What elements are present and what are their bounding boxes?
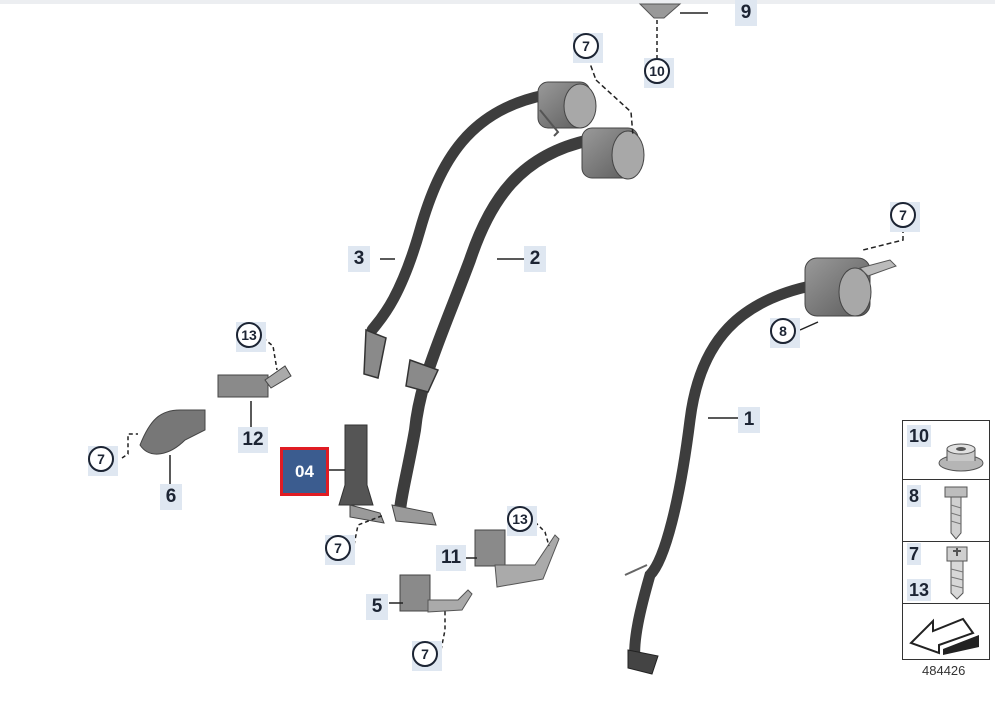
legend-row-direction: [903, 603, 989, 659]
label-7-bottom[interactable]: 7: [412, 641, 442, 671]
part-6: [139, 409, 206, 455]
label-10[interactable]: 10: [644, 58, 674, 88]
label-12[interactable]: 12: [238, 427, 268, 453]
part-9: [638, 3, 682, 19]
label-7-top[interactable]: 7: [573, 33, 603, 63]
screw-icon: [946, 546, 968, 600]
label-9[interactable]: 9: [735, 0, 757, 26]
label-5[interactable]: 5: [366, 594, 388, 620]
retractor-3: [537, 81, 597, 137]
buckle-04: [338, 424, 374, 506]
part-12: [217, 374, 269, 398]
selected-label-04[interactable]: 04: [280, 447, 329, 496]
anchor-2: [391, 504, 437, 526]
label-1[interactable]: 1: [738, 407, 760, 433]
retractor-1: [804, 257, 897, 317]
label-13-right[interactable]: 13: [507, 506, 537, 536]
buckle-5: [399, 574, 431, 612]
arrow-icon: [909, 617, 979, 655]
legend-label-8: 8: [907, 485, 922, 507]
retractor-2: [581, 127, 645, 180]
label-8[interactable]: 8: [770, 318, 800, 348]
belt-3: [366, 89, 551, 336]
label-7-mid[interactable]: 7: [325, 535, 355, 565]
buckle-11: [474, 529, 506, 567]
belt-2-tongue: [405, 358, 440, 393]
belt-3-tongue: [363, 328, 387, 379]
label-3[interactable]: 3: [348, 246, 370, 272]
legend-label-10: 10: [907, 425, 932, 447]
label-7-left[interactable]: 7: [88, 446, 118, 476]
label-11[interactable]: 11: [436, 545, 466, 571]
top-bar: [0, 0, 995, 4]
legend-row-7-13[interactable]: 7 13: [903, 541, 989, 604]
legend-label-13: 13: [907, 579, 932, 601]
legend-panel: 10 8 7 13: [902, 420, 990, 660]
belt-1: [629, 279, 821, 666]
bolt-icon: [944, 486, 968, 540]
label-13-left[interactable]: 13: [236, 322, 266, 352]
label-6[interactable]: 6: [160, 484, 182, 510]
reference-number: 484426: [922, 663, 966, 678]
legend-row-10[interactable]: 10: [903, 421, 989, 480]
label-7-right[interactable]: 7: [890, 202, 920, 232]
anchor-1: [627, 649, 659, 675]
legend-label-7: 7: [907, 543, 922, 565]
nut-icon: [938, 443, 984, 472]
belt-2: [394, 134, 596, 518]
legend-row-8[interactable]: 8: [903, 479, 989, 542]
label-2[interactable]: 2: [524, 246, 546, 272]
